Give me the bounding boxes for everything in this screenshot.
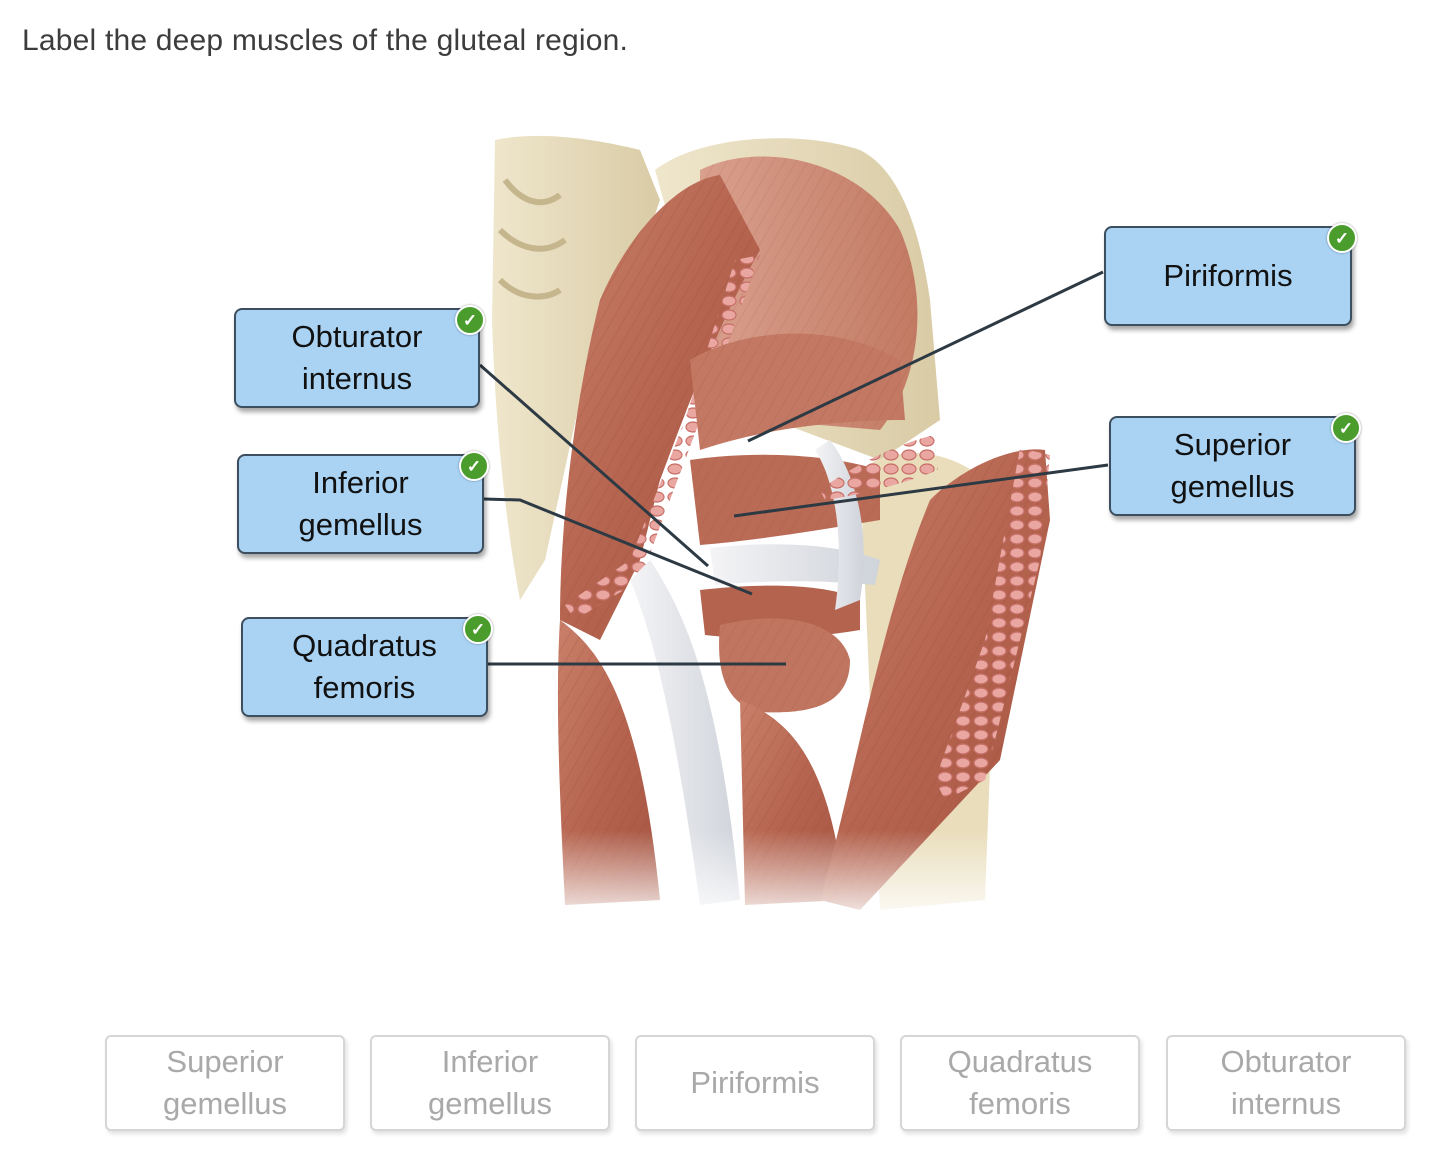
placed-label-obturator-internus[interactable]: Obturator internus ✓ bbox=[234, 305, 485, 408]
checkmark-icon: ✓ bbox=[459, 451, 489, 481]
placed-label-quadratus-femoris[interactable]: Quadratus femoris ✓ bbox=[241, 614, 493, 717]
checkmark-icon: ✓ bbox=[1331, 413, 1361, 443]
placed-label-text: Quadratus femoris bbox=[292, 628, 437, 705]
placed-label-inferior-gemellus[interactable]: Inferior gemellus ✓ bbox=[237, 451, 489, 554]
placed-label-superior-gemellus[interactable]: Superior gemellus ✓ bbox=[1109, 413, 1361, 516]
placed-label-piriformis[interactable]: Piriformis ✓ bbox=[1104, 223, 1357, 326]
checkmark-icon: ✓ bbox=[1327, 223, 1357, 253]
checkmark-icon: ✓ bbox=[463, 614, 493, 644]
placed-label-text: Superior gemellus bbox=[1170, 427, 1295, 504]
question-prompt: Label the deep muscles of the gluteal re… bbox=[22, 24, 629, 57]
placed-label-text: Obturator internus bbox=[291, 319, 423, 396]
bank-item-obturator-internus[interactable]: Obturator internus bbox=[1166, 1035, 1406, 1131]
checkmark-icon: ✓ bbox=[455, 305, 485, 335]
placed-label-text: Piriformis bbox=[1163, 258, 1293, 293]
bank-item-superior-gemellus[interactable]: Superior gemellus bbox=[105, 1035, 345, 1131]
placed-label-text: Inferior gemellus bbox=[298, 465, 423, 542]
bank-item-piriformis[interactable]: Piriformis bbox=[635, 1035, 875, 1131]
gluteal-anatomy-illustration bbox=[479, 135, 1109, 930]
bank-item-inferior-gemellus[interactable]: Inferior gemellus bbox=[370, 1035, 610, 1131]
bank-item-quadratus-femoris[interactable]: Quadratus femoris bbox=[900, 1035, 1140, 1131]
